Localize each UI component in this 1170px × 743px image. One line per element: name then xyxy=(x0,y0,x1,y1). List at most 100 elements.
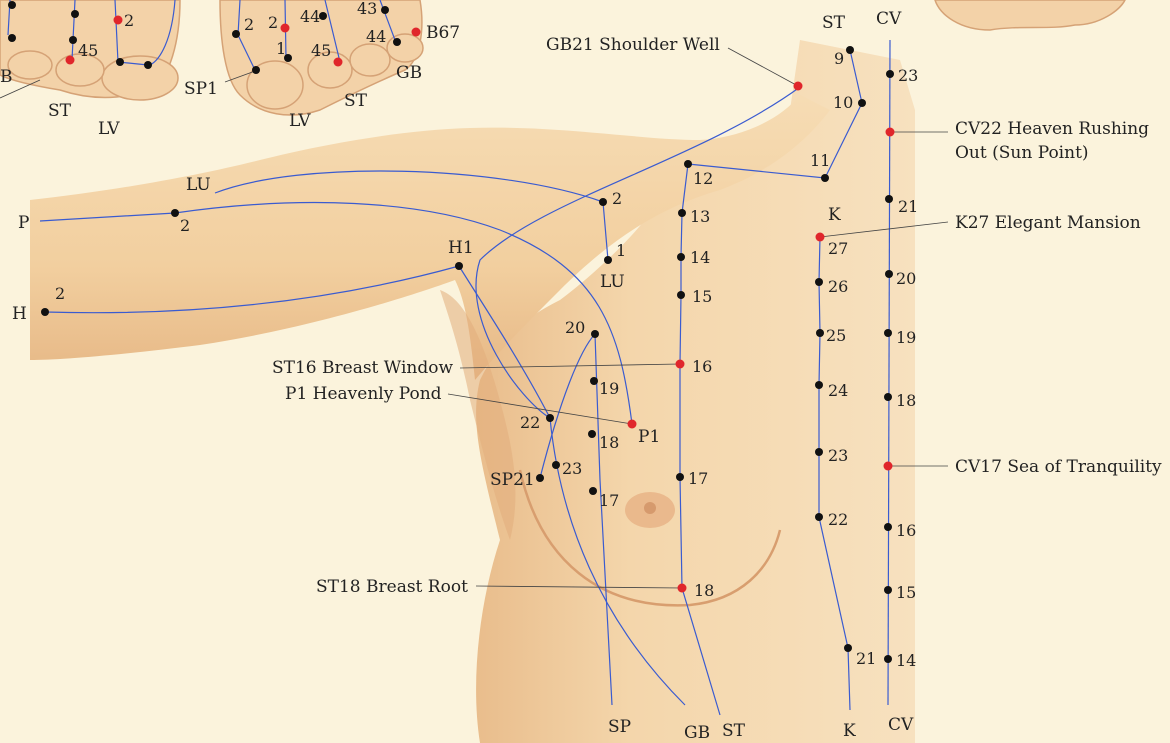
sp20-label: 20 xyxy=(565,318,585,337)
cv22-point[interactable] xyxy=(886,128,895,137)
st15-label: 15 xyxy=(692,287,712,306)
gb23-point[interactable] xyxy=(552,461,560,469)
p1-callout: P1 Heavenly Pond xyxy=(285,384,442,404)
h2-point[interactable] xyxy=(41,308,49,316)
k27-point[interactable] xyxy=(816,233,825,242)
cv21-point[interactable] xyxy=(885,195,893,203)
foot-right-st-label: ST xyxy=(344,91,368,111)
k24-point[interactable] xyxy=(815,381,823,389)
foot-right-b67-label: B67 xyxy=(426,23,460,43)
foot-left-point-e[interactable] xyxy=(116,58,124,66)
cv22-callout-line2: Out (Sun Point) xyxy=(955,143,1089,163)
foot-left-point-c[interactable] xyxy=(8,34,16,42)
lu1-point[interactable] xyxy=(604,256,612,264)
k25-label: 25 xyxy=(826,326,846,345)
sp21-point[interactable] xyxy=(536,474,544,482)
st13-point[interactable] xyxy=(678,209,686,217)
sp17-point[interactable] xyxy=(589,487,597,495)
p1-point[interactable] xyxy=(628,420,637,429)
st15-point[interactable] xyxy=(677,291,685,299)
sp-bottom-label: SP xyxy=(608,717,631,737)
k24-label: 24 xyxy=(828,381,848,400)
st17-label: 17 xyxy=(688,469,708,488)
cv14-point[interactable] xyxy=(884,655,892,663)
foot-right-b67-point[interactable] xyxy=(412,28,421,37)
st12-point[interactable] xyxy=(684,160,692,168)
gb21-leader xyxy=(728,48,798,86)
cv15-point[interactable] xyxy=(884,586,892,594)
foot-left-point-a[interactable] xyxy=(8,1,16,9)
foot-left-sp1-label: SP1 xyxy=(184,79,218,99)
st10-point[interactable] xyxy=(858,99,866,107)
st18-callout: ST18 Breast Root xyxy=(316,577,468,597)
st14-point[interactable] xyxy=(677,253,685,261)
cv19-label: 19 xyxy=(896,328,916,347)
st18-label: 18 xyxy=(694,581,714,600)
k26-label: 26 xyxy=(828,277,848,296)
foot-right-point-e[interactable] xyxy=(381,6,389,14)
foot-left-point-f[interactable] xyxy=(144,61,152,69)
foot-right-44a-label: 44 xyxy=(300,7,320,26)
cv22-callout-line1: CV22 Heaven Rushing xyxy=(955,119,1149,139)
sp18-point[interactable] xyxy=(588,430,596,438)
k23-point[interactable] xyxy=(815,448,823,456)
st16-point[interactable] xyxy=(676,360,685,369)
cv-top-label: CV xyxy=(876,9,902,29)
cv18-label: 18 xyxy=(896,391,916,410)
k-top-label: K xyxy=(828,205,841,225)
sp20-point[interactable] xyxy=(591,330,599,338)
st10-label: 10 xyxy=(833,93,853,112)
foot-left-point-d[interactable] xyxy=(69,36,77,44)
foot-right-43-label: 43 xyxy=(357,0,377,18)
k21-label: 21 xyxy=(856,649,876,668)
foot-right-45-label: 45 xyxy=(311,41,331,60)
p2-point[interactable] xyxy=(171,209,179,217)
foot-right-1-label: 1 xyxy=(276,39,286,58)
k27-label: 27 xyxy=(828,239,848,258)
st17-point[interactable] xyxy=(676,473,684,481)
k27-callout: K27 Elegant Mansion xyxy=(955,213,1141,233)
st18-point[interactable] xyxy=(678,584,687,593)
sp19-point[interactable] xyxy=(590,377,598,385)
foot-right-point-c[interactable] xyxy=(252,66,260,74)
cv16-point[interactable] xyxy=(884,523,892,531)
gb-bottom-label: GB xyxy=(684,723,710,743)
foot-left-lv-label: LV xyxy=(98,119,120,139)
k25-point[interactable] xyxy=(816,329,824,337)
foot-right-point-f[interactable] xyxy=(393,38,401,46)
foot-right-45-point[interactable] xyxy=(334,58,343,67)
gb22-point[interactable] xyxy=(546,414,554,422)
st14-label: 14 xyxy=(690,248,710,267)
k26-point[interactable] xyxy=(815,278,823,286)
cv20-point[interactable] xyxy=(885,270,893,278)
lu-chest-label: LU xyxy=(600,272,625,292)
h1-point[interactable] xyxy=(455,262,463,270)
foot-left-45-point[interactable] xyxy=(66,56,75,65)
cv20-label: 20 xyxy=(896,269,916,288)
st12-label: 12 xyxy=(693,169,713,188)
sp17-label: 17 xyxy=(599,491,619,510)
lu-arm-label: LU xyxy=(186,175,211,195)
cv18-point[interactable] xyxy=(884,393,892,401)
foot-right-point-a[interactable] xyxy=(232,30,240,38)
k21-point[interactable] xyxy=(844,644,852,652)
foot-left-point-b[interactable] xyxy=(71,10,79,18)
gb21-callout: GB21 Shoulder Well xyxy=(546,35,720,55)
foot-left-2-label: 2 xyxy=(124,11,134,30)
foot-right-2a-label: 2 xyxy=(244,15,254,34)
foot-right-2-point[interactable] xyxy=(281,24,290,33)
nipple xyxy=(644,502,656,514)
foot-left-2-point[interactable] xyxy=(114,16,123,25)
cv17-point[interactable] xyxy=(884,462,893,471)
st16-callout: ST16 Breast Window xyxy=(272,358,453,378)
cv23-point[interactable] xyxy=(886,70,894,78)
st9-point[interactable] xyxy=(846,46,854,54)
cv19-point[interactable] xyxy=(884,329,892,337)
gb21-point[interactable] xyxy=(794,82,803,91)
st11-point[interactable] xyxy=(821,174,829,182)
st13-label: 13 xyxy=(690,207,710,226)
p1-short-label: P1 xyxy=(638,427,660,447)
lu2-point[interactable] xyxy=(599,198,607,206)
k22-point[interactable] xyxy=(815,513,823,521)
